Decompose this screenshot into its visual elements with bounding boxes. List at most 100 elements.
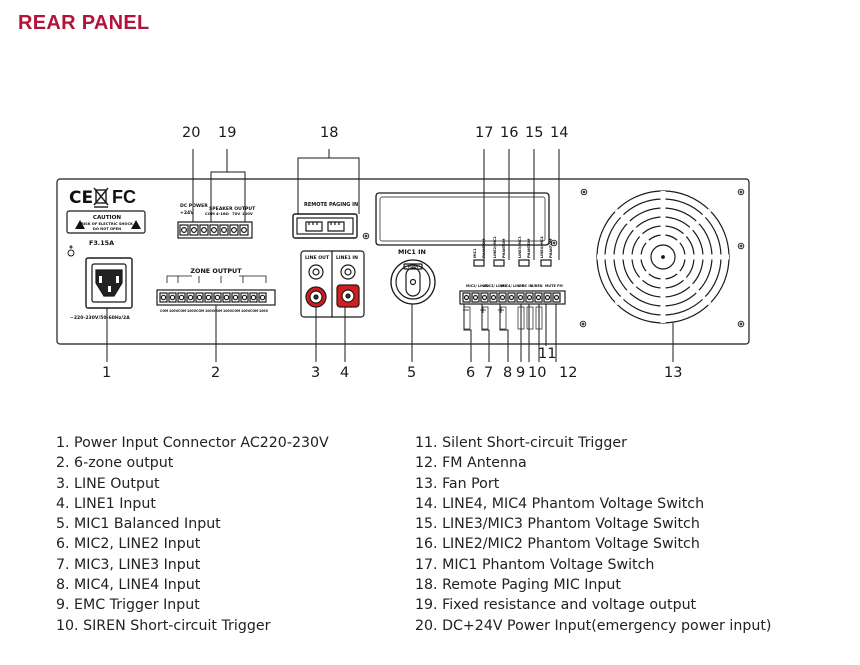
zone-output-bracket <box>166 275 267 283</box>
trigger-label: SIREN <box>531 284 543 288</box>
dc-voltage-label: +24V <box>180 210 194 216</box>
caution-title: CAUTION <box>93 215 121 221</box>
callout-6: 6 <box>466 365 475 381</box>
trigger-labels: MIC2/ LINE2 MIC3/ LINE3 MIC4/ LINE4 EMC … <box>466 284 563 288</box>
trigger-label: MUTE <box>545 284 556 288</box>
speaker-terminal-label: 100V <box>242 211 253 216</box>
speaker-terminal-labels: COM 4-16Ω 70V 100V <box>205 211 253 216</box>
input-trigger-terminal-block[interactable] <box>459 290 566 305</box>
blank-plate <box>375 192 550 246</box>
legend-item: 8. MIC4, LINE4 Input <box>56 577 201 594</box>
legend-item: 18. Remote Paging MIC Input <box>415 577 621 594</box>
page-title: REAR PANEL <box>18 12 150 34</box>
power-rating-label: ~220-230V/50-60Hz/2A <box>70 315 130 321</box>
legend-item: 6. MIC2, LINE2 Input <box>56 536 201 553</box>
legend-item: 1. Power Input Connector AC220-230V <box>56 435 329 451</box>
zone-terminal-label: COM <box>250 309 258 313</box>
callout-5: 5 <box>407 365 416 381</box>
chassis-outline <box>56 178 750 345</box>
zone-output-terminal-block[interactable] <box>156 289 276 306</box>
phantom-switch-line4-mic4[interactable]: LINE4/MIC4 PHANTOM <box>540 236 553 267</box>
legend-item: 20. DC+24V Power Input(emergency power i… <box>415 617 772 634</box>
callout-leader-lines <box>106 149 674 362</box>
legend-item: 13. Fan Port <box>415 475 500 492</box>
phantom-switch-top-label: LINE2/MIC2 <box>493 236 497 258</box>
callout-15: 15 <box>525 125 543 141</box>
remote-paging-label: REMOTE PAGING IN <box>304 202 358 208</box>
trigger-label: EMC IN <box>519 284 533 288</box>
dc-speaker-terminal-block[interactable] <box>177 221 253 239</box>
phantom-switch-top-label: LINE4/MIC4 <box>540 236 544 258</box>
zone-terminal-label: 100V <box>205 309 215 313</box>
zone-terminal-labels: COM 100V COM 100V COM 100V COM 100V COM … <box>160 309 269 313</box>
zone-terminal-label: COM <box>196 309 204 313</box>
line1-in-rca-socket[interactable] <box>336 264 360 308</box>
callout-16: 16 <box>500 125 518 141</box>
remote-paging-rj45-port[interactable] <box>292 213 358 239</box>
callout-11: 11 <box>538 346 556 362</box>
zone-terminal-label: 100V <box>241 309 251 313</box>
trigger-label: FM <box>557 284 563 288</box>
rear-panel-diagram: CE FC CAUTION RISK OF ELECTRIC SHOCK DO … <box>56 125 750 381</box>
legend-item: 7. MIC3, LINE3 Input <box>56 556 201 573</box>
zone-terminal-label: COM <box>214 309 222 313</box>
callout-14: 14 <box>550 125 568 141</box>
legend-item: 14. LINE4, MIC4 Phantom Voltage Switch <box>415 495 705 512</box>
legend-left-column: 1. Power Input Connector AC220-230V 2. 6… <box>56 433 329 636</box>
warning-triangle-icon <box>75 220 85 229</box>
legend-item: 12. FM Antenna <box>415 455 527 472</box>
phantom-switch-top-label: MIC1 <box>473 248 477 258</box>
power-input-socket[interactable] <box>85 257 133 309</box>
top-callouts: 20 19 18 17 16 15 14 <box>182 125 568 141</box>
weee-bin-icon <box>93 187 109 208</box>
legend-item: 5. MIC1 Balanced Input <box>56 516 221 533</box>
dc-power-label: DC POWER <box>180 203 208 209</box>
mic1-xlr-combo-jack[interactable]: PUSH <box>390 259 436 305</box>
warning-triangle-icon <box>131 220 141 229</box>
phantom-switch-line2-mic2[interactable]: LINE2/MIC2 PHANTOM <box>493 236 506 267</box>
legend-item: 10. SIREN Short-circuit Trigger <box>56 617 271 634</box>
callout-12: 12 <box>559 365 577 381</box>
line-out-label: LINE OUT <box>305 255 330 261</box>
speaker-terminal-label: COM <box>205 211 215 216</box>
legend-item: 19. Fixed resistance and voltage output <box>415 597 697 614</box>
line-out-rca-socket[interactable] <box>305 264 327 308</box>
speaker-terminal-label: 70V <box>232 211 240 216</box>
legend-item: 11. Silent Short-circuit Trigger <box>415 435 627 451</box>
legend-item: 3. LINE Output <box>56 475 160 492</box>
legend-item: 9. EMC Trigger Input <box>56 597 200 614</box>
zone-terminal-label: 100V <box>259 309 269 313</box>
legend-item: 15. LINE3/MIC3 Phantom Voltage Switch <box>415 516 700 533</box>
zone-terminal-label: 100V <box>169 309 179 313</box>
caution-line2: DO NOT OPEN <box>93 227 121 231</box>
zone-terminal-label: COM <box>178 309 186 313</box>
bottom-callouts: 1 2 3 4 5 6 7 8 9 10 11 12 13 <box>102 346 682 381</box>
trigger-label: MIC3/ LINE3 <box>484 284 507 288</box>
callout-10: 10 <box>528 365 546 381</box>
callout-19: 19 <box>218 125 236 141</box>
legend-item: 16. LINE2/MIC2 Phantom Voltage Switch <box>415 536 700 553</box>
chassis-screws <box>67 188 745 328</box>
line1-in-label: LINE1 IN <box>336 255 358 261</box>
zone-output-label: ZONE OUTPUT <box>190 267 242 275</box>
fuse-rating: F3.15A <box>89 239 114 247</box>
phantom-switch-bottom-label: PHANTOM <box>502 238 506 258</box>
ce-mark: CE <box>69 188 93 208</box>
mic1-in-label: MIC1 IN <box>398 248 426 256</box>
callout-9: 9 <box>516 365 525 381</box>
phantom-switch-top-label: LINE3/MIC3 <box>518 236 522 258</box>
speaker-output-label: SPEAKER OUTPUT <box>209 206 256 212</box>
xlr-push-label: PUSH <box>408 265 418 269</box>
caution-label: CAUTION RISK OF ELECTRIC SHOCK DO NOT OP… <box>66 210 146 234</box>
terminal-polarity-marks <box>463 307 504 313</box>
callout-8: 8 <box>503 365 512 381</box>
legend-item: 4. LINE1 Input <box>56 495 156 512</box>
zone-terminal-label: COM <box>160 309 168 313</box>
phantom-switch-line3-mic3[interactable]: LINE3/MIC3 PHANTOM <box>518 236 531 267</box>
phantom-switch-bottom-label: PHANTOM <box>549 238 553 258</box>
callout-2: 2 <box>211 365 220 381</box>
zone-terminal-label: 100V <box>187 309 197 313</box>
zone-terminal-label: 100V <box>223 309 233 313</box>
fan-grille <box>596 190 730 324</box>
fc-mark: FC <box>112 187 136 207</box>
